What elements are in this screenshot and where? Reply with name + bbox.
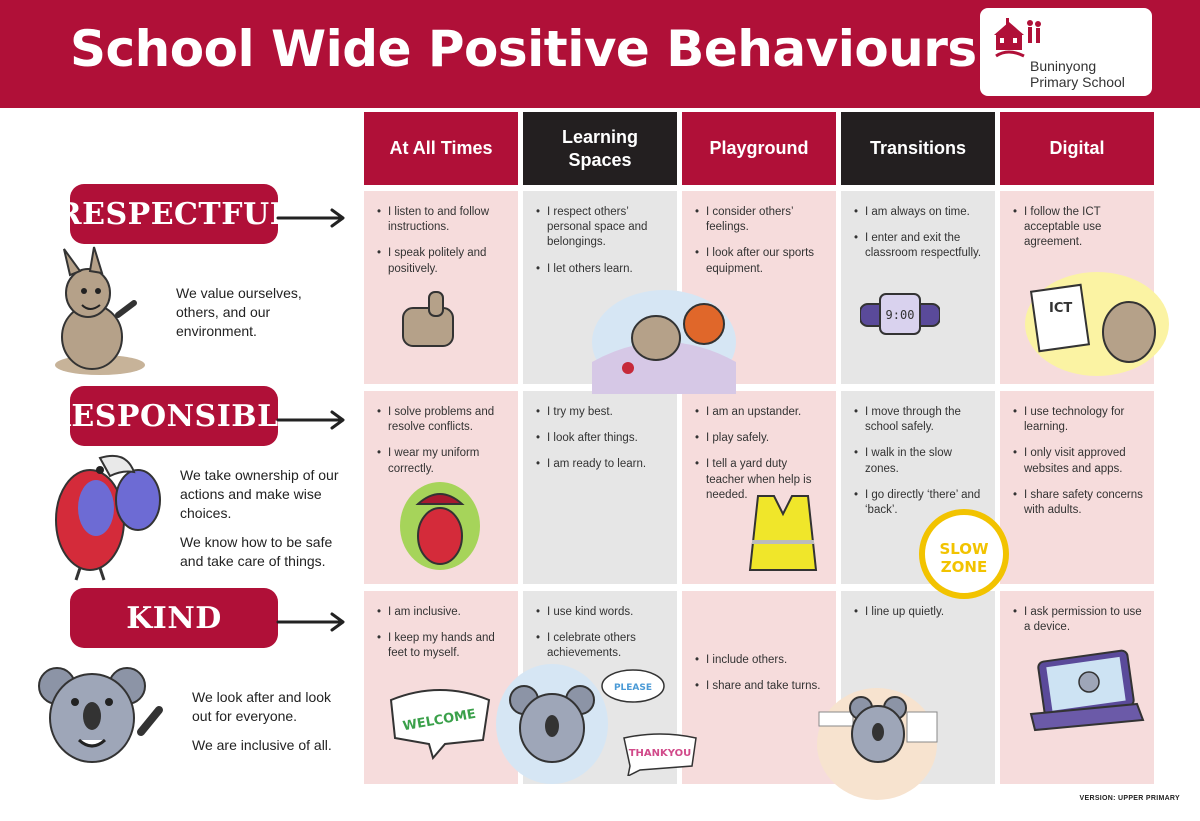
koala-kind-words-icon — [496, 664, 608, 784]
laptop-device-icon — [1029, 649, 1145, 732]
watch-time-text: 9:00 — [886, 308, 915, 322]
list-item: I celebrate others achievements. — [536, 631, 667, 661]
thumbs-up-icon — [402, 291, 454, 347]
list-item: I consider others’ feelings. — [695, 205, 826, 235]
thankyou-text: THANKYOU — [629, 748, 692, 759]
cell-respectful-transitions: I am always on time. I enter and exit th… — [841, 191, 995, 384]
please-speech-bubble-icon: PLEASE — [601, 669, 665, 703]
list-item: I ask permission to use a device. — [1013, 605, 1144, 635]
cell-respectful-at-all-times: I listen to and follow instructions. I s… — [364, 191, 518, 384]
list-item: I keep my hands and feet to myself. — [377, 631, 508, 661]
list-item: I share and take turns. — [695, 679, 826, 694]
version-label: VERSION: UPPER PRIMARY — [1079, 795, 1180, 802]
school-logo: Buninyong Primary School — [980, 8, 1152, 96]
list-item: I am ready to learn. — [536, 457, 667, 472]
kangaroo-basketball-icon — [592, 290, 736, 394]
list-item: I am inclusive. — [377, 605, 508, 620]
cell-kind-at-all-times: I am inclusive. I keep my hands and feet… — [364, 591, 518, 784]
please-text: PLEASE — [614, 683, 652, 693]
cell-responsible-learning-spaces: I try my best. I look after things. I am… — [523, 391, 677, 584]
thankyou-speech-bubble-icon: THANKYOU — [623, 733, 697, 776]
ict-label-text: ICT — [1049, 301, 1072, 316]
cell-respectful-learning-spaces: I respect others’ personal space and bel… — [523, 191, 677, 384]
list-item: I am an upstander. — [695, 405, 826, 420]
column-header-digital: Digital — [1000, 112, 1154, 185]
list-item: I walk in the slow zones. — [854, 446, 985, 476]
column-header-at-all-times: At All Times — [364, 112, 518, 185]
row-description-responsible: We take ownership of our actions and mak… — [180, 467, 339, 570]
logo-line-1: Buninyong — [1030, 58, 1097, 74]
list-item: I speak politely and positively. — [377, 246, 508, 276]
slow-zone-text: ZONE — [941, 558, 987, 576]
koala-line-up-icon — [817, 688, 938, 800]
column-header-playground: Playground — [682, 112, 836, 185]
row-label-kind: KIND — [70, 588, 278, 648]
arrow-right-icon — [276, 208, 345, 228]
list-item: I tell a yard duty teacher when help is … — [695, 457, 826, 503]
column-header-learning-spaces: Learning Spaces — [523, 112, 677, 185]
slow-zone-text: SLOW — [939, 540, 989, 558]
list-item: I let others learn. — [536, 262, 667, 277]
list-item: I follow the ICT acceptable use agreemen… — [1013, 205, 1144, 251]
arrow-right-icon — [276, 612, 345, 632]
kangaroo-ict-icon: ICT — [1025, 272, 1169, 376]
list-item: I am always on time. — [854, 205, 985, 220]
list-item: I enter and exit the classroom respectfu… — [854, 231, 985, 261]
logo-line-2: Primary School — [1030, 74, 1125, 90]
column-header-transitions: Transitions — [841, 112, 995, 185]
list-item: I look after things. — [536, 431, 667, 446]
slow-zone-sign-icon: SLOW ZONE — [919, 509, 1009, 599]
row-description-kind: We look after and look out for everyone.… — [192, 689, 332, 754]
list-item: I solve problems and resolve conflicts. — [377, 405, 508, 435]
parrot-hat-icon — [400, 482, 480, 570]
row-description-respectful: We value ourselves, others, and our envi… — [176, 285, 302, 340]
safety-vest-icon — [748, 495, 818, 571]
list-item: I play safely. — [695, 431, 826, 446]
cell-respectful-playground: I consider others’ feelings. I look afte… — [682, 191, 836, 384]
list-item: I move through the school safely. — [854, 405, 985, 435]
page-title: School Wide Positive Behaviours — [70, 20, 977, 78]
list-item: I try my best. — [536, 405, 667, 420]
list-item: I respect others’ personal space and bel… — [536, 205, 667, 251]
school-building-icon — [994, 18, 1041, 58]
list-item: I go directly ‘there’ and ‘back’. — [854, 488, 985, 518]
kangaroo-mascot-icon — [55, 246, 145, 375]
cell-responsible-digital: I use technology for learning. I only vi… — [1000, 391, 1154, 584]
list-item: I look after our sports equipment. — [695, 246, 826, 276]
list-item: I include others. — [695, 653, 826, 668]
list-item: I listen to and follow instructions. — [377, 205, 508, 235]
list-item: I only visit approved websites and apps. — [1013, 446, 1144, 476]
row-label-respectful: RESPECTFUL — [57, 184, 291, 244]
cell-kind-playground: I include others. I share and take turns… — [682, 591, 836, 784]
list-item: I use technology for learning. — [1013, 405, 1144, 435]
row-label-responsible: RESPONSIBLE — [46, 386, 302, 446]
wristwatch-icon: 9:00 — [860, 293, 940, 335]
list-item: I use kind words. — [536, 605, 667, 620]
list-item: I wear my uniform correctly. — [377, 446, 508, 476]
list-item: I share safety concerns with adults. — [1013, 488, 1144, 518]
parrot-mascot-icon — [55, 454, 161, 581]
welcome-speech-bubble-icon: WELCOME — [389, 689, 491, 760]
koala-mascot-icon — [38, 667, 163, 763]
list-item: I line up quietly. — [854, 605, 985, 620]
arrow-right-icon — [276, 410, 345, 430]
